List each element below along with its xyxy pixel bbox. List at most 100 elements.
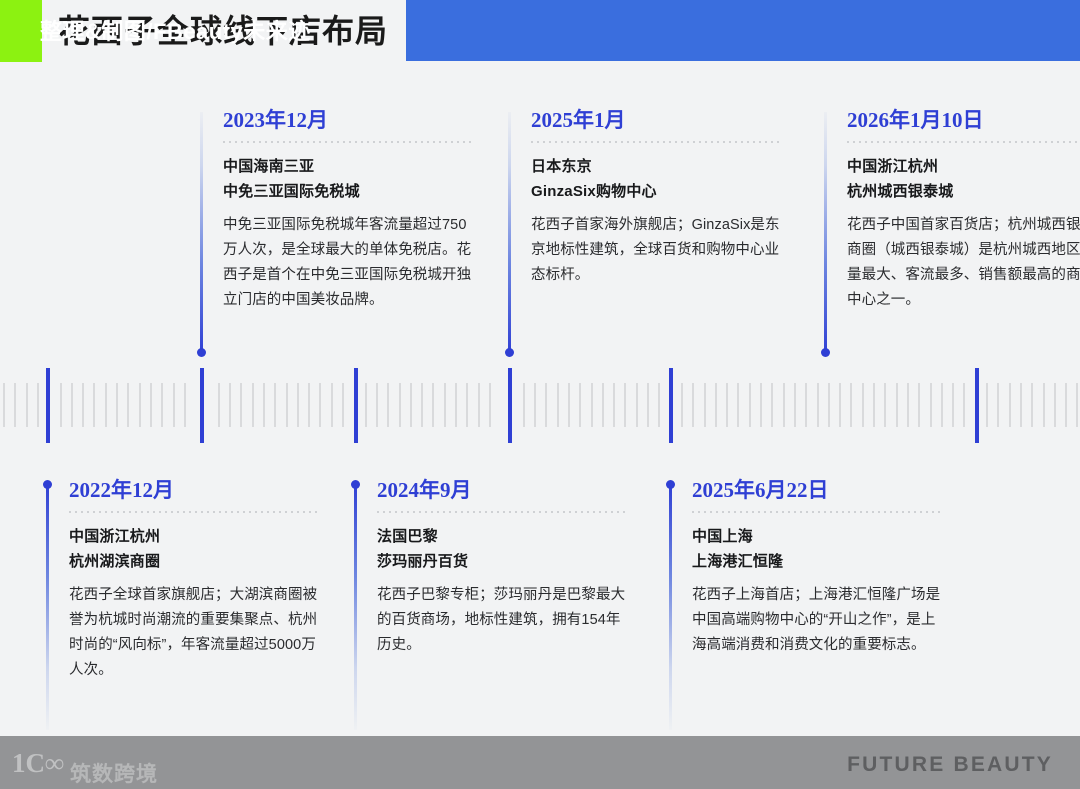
ruler-tick (1054, 383, 1056, 427)
footer-brand-label: FUTURE BEAUTY (847, 753, 1053, 776)
ruler-tick (681, 383, 683, 427)
ruler-tick (850, 383, 852, 427)
event-card: 2022年12月中国浙江杭州杭州湖滨商圈花西子全球首家旗舰店；大湖滨商圈被誉为杭… (69, 478, 319, 683)
ruler-tick (896, 383, 898, 427)
ruler-tick-major (975, 368, 979, 443)
ruler-tick (432, 383, 434, 427)
ruler-tick (308, 383, 310, 427)
ruler-tick (523, 383, 525, 427)
ruler-tick (568, 383, 570, 427)
ruler-tick (579, 383, 581, 427)
event-city: 中国上海 (692, 528, 753, 545)
ruler-tick (873, 383, 875, 427)
ruler-tick (884, 383, 886, 427)
ruler-tick (105, 383, 107, 427)
ruler-tick (139, 383, 141, 427)
event-divider (692, 511, 942, 513)
event-marker-dot (197, 348, 206, 357)
event-description: 花西子巴黎专柜；莎玛丽丹是巴黎最大的百货商场，地标性建筑，拥有154年历史。 (377, 587, 626, 653)
event-marker-dot (43, 480, 52, 489)
ruler-tick (907, 383, 909, 427)
ruler-tick (647, 383, 649, 427)
ruler-tick (817, 383, 819, 427)
ruler-tick (3, 383, 5, 427)
ruler-tick-major (508, 368, 512, 443)
ruler-tick (1009, 383, 1011, 427)
ruler-tick (455, 383, 457, 427)
footer-bar: FUTURE BEAUTY (0, 736, 1080, 789)
header-green-accent-block (0, 0, 42, 62)
event-description: 花西子中国首家百货店；杭州城西银泰商圈（城西银泰城）是杭州城西地区体量最大、客流… (847, 217, 1080, 308)
ruler-tick (997, 383, 999, 427)
ruler-tick (218, 383, 220, 427)
ruler-tick (692, 383, 694, 427)
event-location: 中国浙江杭州杭州城西银泰城 (847, 154, 1080, 204)
event-connector-line (200, 112, 203, 355)
event-city: 中国浙江杭州 (69, 528, 161, 545)
ruler-tick (602, 383, 604, 427)
ruler-tick (952, 383, 954, 427)
ruler-tick (150, 383, 152, 427)
ruler-tick (478, 383, 480, 427)
event-card: 2026年1月10日中国浙江杭州杭州城西银泰城花西子中国首家百货店；杭州城西银泰… (847, 108, 1080, 313)
header-blue-accent-block (406, 0, 1080, 61)
event-venue: 杭州城西银泰城 (847, 183, 954, 200)
ruler-tick (60, 383, 62, 427)
ruler-tick (37, 383, 39, 427)
event-marker-dot (505, 348, 514, 357)
ruler-tick (760, 383, 762, 427)
ruler-tick (1076, 383, 1078, 427)
ruler-tick (1031, 383, 1033, 427)
event-date: 2025年6月22日 (692, 478, 829, 502)
ruler-tick (14, 383, 16, 427)
page-title: 花西子全球线下店布局 (58, 13, 389, 49)
ruler-tick (252, 383, 254, 427)
ruler-tick (918, 383, 920, 427)
ruler-tick (274, 383, 276, 427)
event-venue: 莎玛丽丹百货 (377, 553, 469, 570)
ruler-tick (71, 383, 73, 427)
event-connector-line (824, 112, 827, 355)
event-city: 日本东京 (531, 158, 592, 175)
ruler-tick (444, 383, 446, 427)
ruler-tick-major (669, 368, 673, 443)
ruler-tick (365, 383, 367, 427)
ruler-tick (116, 383, 118, 427)
event-marker-dot (821, 348, 830, 357)
event-venue: 杭州湖滨商圈 (69, 553, 161, 570)
ruler-tick (636, 383, 638, 427)
event-location: 中国浙江杭州杭州湖滨商圈 (69, 524, 319, 574)
ruler-tick (771, 383, 773, 427)
ruler-tick (410, 383, 412, 427)
ruler-tick (749, 383, 751, 427)
ruler-tick (399, 383, 401, 427)
ruler-tick (331, 383, 333, 427)
ruler-tick (240, 383, 242, 427)
event-date: 2022年12月 (69, 478, 174, 502)
ruler-tick (184, 383, 186, 427)
event-connector-line (669, 482, 672, 730)
ruler-tick (421, 383, 423, 427)
event-location: 中国上海上海港汇恒隆 (692, 524, 942, 574)
event-card: 2024年9月法国巴黎莎玛丽丹百货花西子巴黎专柜；莎玛丽丹是巴黎最大的百货商场，… (377, 478, 627, 658)
ruler-tick (534, 383, 536, 427)
event-description: 花西子上海首店；上海港汇恒隆广场是中国高端购物中心的“开山之作”，是上海高端消费… (692, 587, 941, 653)
event-venue: 上海港汇恒隆 (692, 553, 784, 570)
footer-credit-label: 整理&制图/FBeauty未来迹 (40, 19, 311, 44)
ruler-tick (173, 383, 175, 427)
event-venue: 中免三亚国际免税城 (223, 183, 360, 200)
ruler-tick (1065, 383, 1067, 427)
ruler-tick (794, 383, 796, 427)
ruler-tick (862, 383, 864, 427)
ruler-tick (613, 383, 615, 427)
event-city: 中国海南三亚 (223, 158, 315, 175)
ruler-tick (591, 383, 593, 427)
event-location: 中国海南三亚中免三亚国际免税城 (223, 154, 473, 204)
event-city: 中国浙江杭州 (847, 158, 939, 175)
ruler-tick (715, 383, 717, 427)
ruler-tick (1020, 383, 1022, 427)
ruler-tick (624, 383, 626, 427)
event-date: 2024年9月 (377, 478, 472, 502)
